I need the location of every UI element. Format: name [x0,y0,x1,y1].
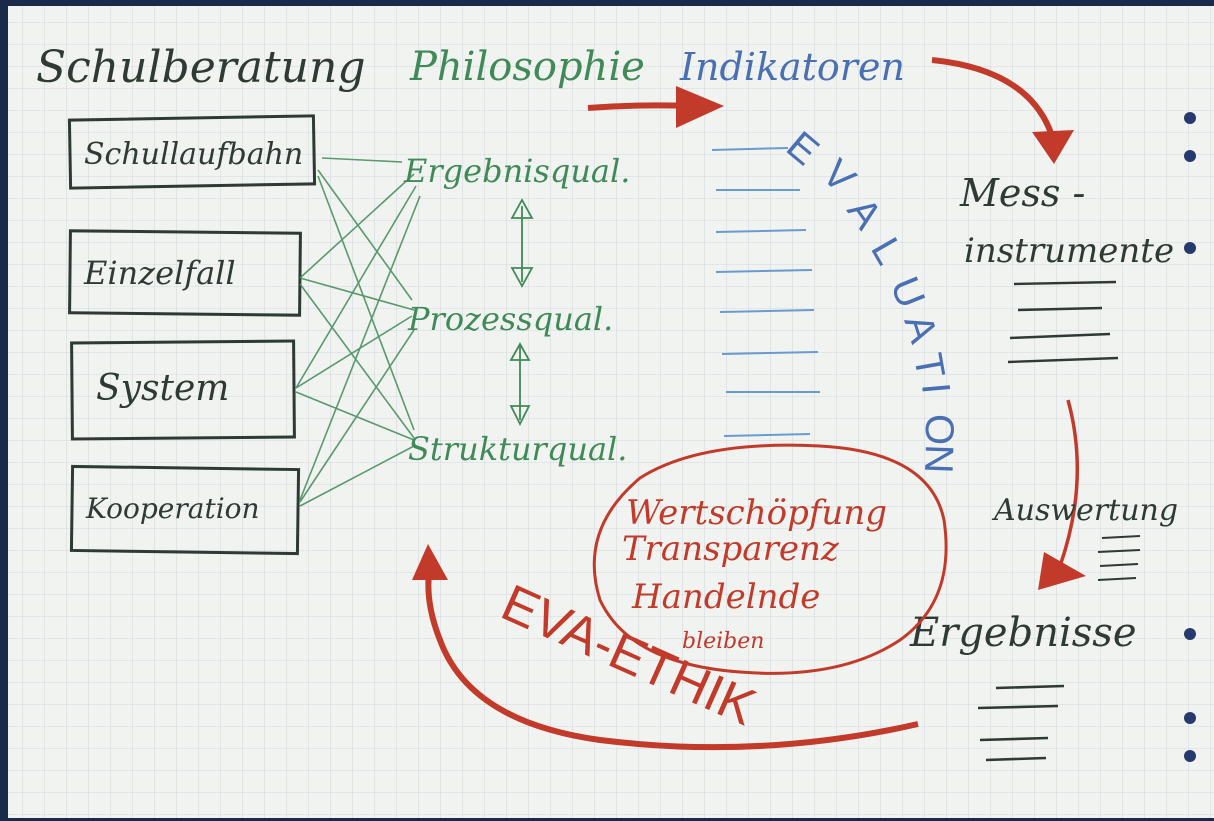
heading-philosophie: Philosophie [409,44,645,90]
margin-dots [1184,112,1196,762]
quality-struktur: Strukturqual. [408,430,627,468]
auswertung-lines [1097,535,1141,581]
values-ellipse: Wertschöpfung Transparenz Handelnde blei… [592,443,948,675]
quality-ergebnis: Ergebnisqual. [403,152,630,190]
mess-line2: instrumente [964,231,1174,271]
box-label: Einzelfall [83,254,236,292]
double-arrow-prozess-struktur [509,342,531,427]
value-wertschoepfung: Wertschöpfung [626,493,887,533]
indicator-lines [711,147,820,437]
value-bleiben: bleiben [682,629,764,654]
box-einzelfall: Einzelfall [68,229,302,317]
box-schullaufbahn: Schullaufbahn [67,114,317,190]
value-transparenz: Transparenz [622,529,840,569]
arrow-eva-ethik [412,544,919,751]
box-label: Schullaufbahn [84,137,303,172]
ergebnisse-label: Ergebnisse [909,610,1136,656]
box-quality-connectors [295,157,421,507]
arrow-philosophie-indikatoren [587,86,724,128]
box-label: System [96,368,229,409]
value-handelnde: Handelnde [631,577,820,617]
double-arrow-ergebnis-prozess [510,198,534,288]
auswertung-label: Auswertung [991,493,1178,528]
heading-schulberatung: Schulberatung [36,42,366,93]
paper-grid [8,6,1214,818]
ergebnisse-lines [977,684,1065,762]
evaluation-letter: N [916,444,961,474]
box-label: Kooperation [85,492,260,525]
evaluation-letter: O [917,414,961,445]
mess-lines [1007,280,1119,364]
evaluation-letter: I [913,381,958,396]
quality-prozess: Prozessqual. [407,300,613,338]
arrow-mess-ergebnisse [1038,399,1086,590]
box-system: System [70,339,296,441]
mess-line1: Mess - [959,171,1085,215]
heading-indikatoren: Indikatoren [679,45,905,89]
box-kooperation: Kooperation [69,464,301,556]
arrow-indikatoren-mess [931,57,1074,164]
